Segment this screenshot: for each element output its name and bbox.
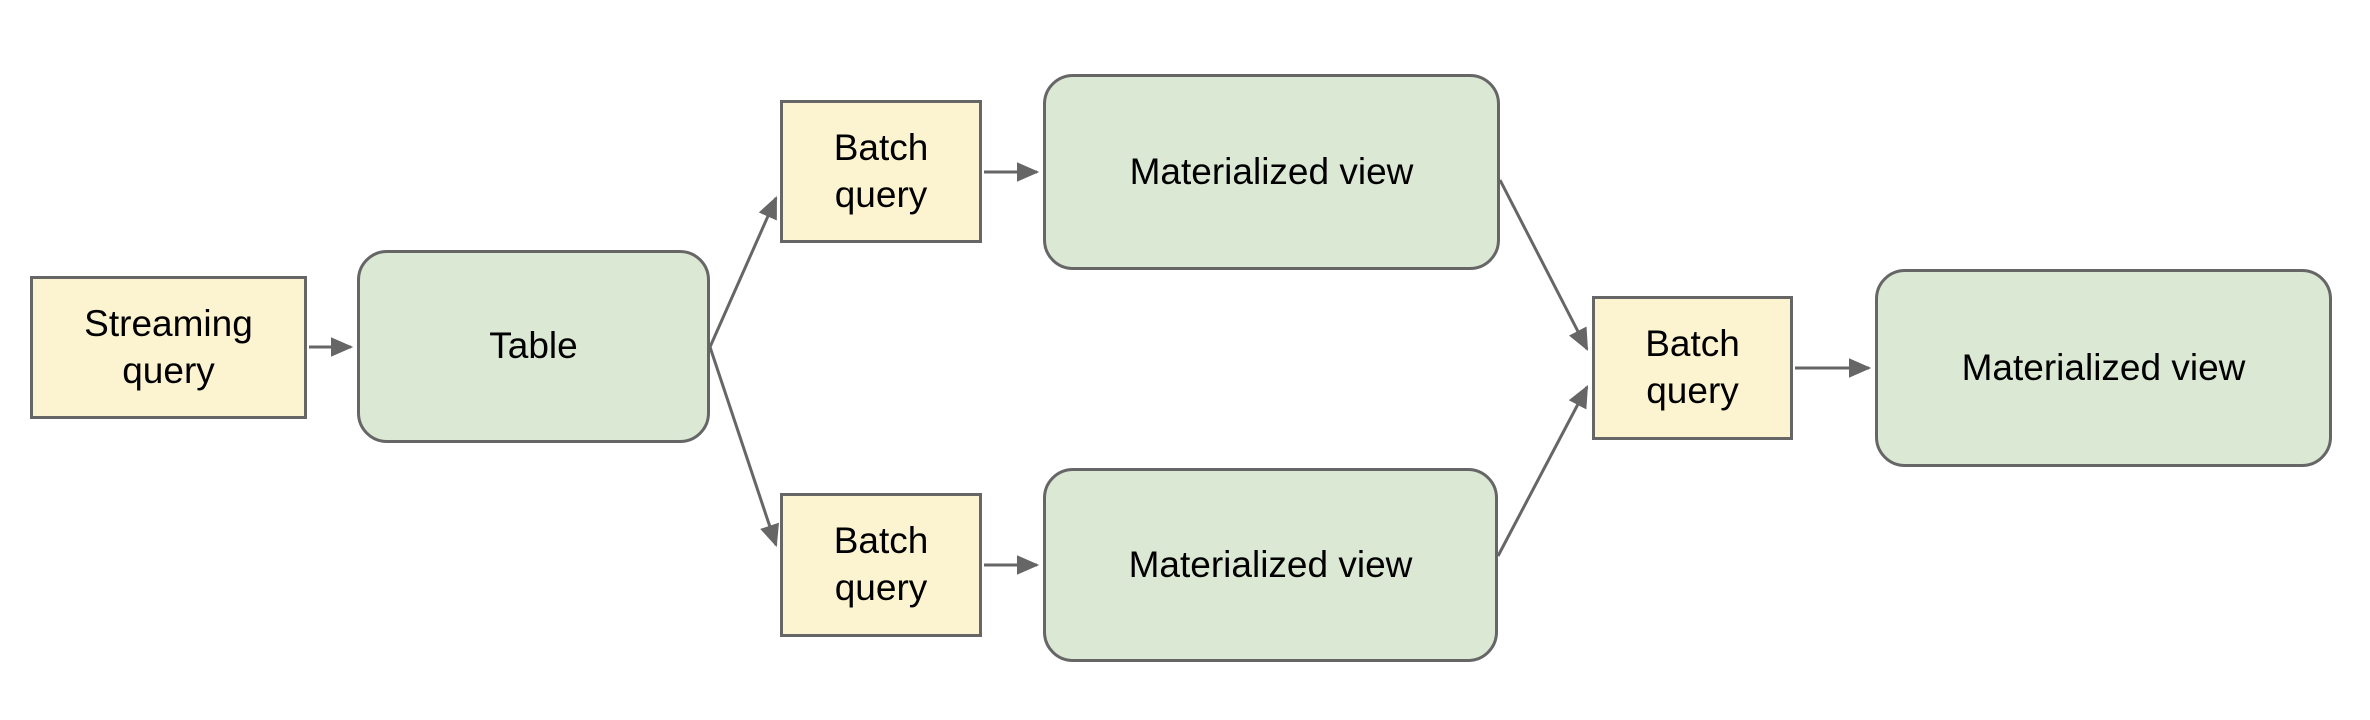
node-materialized-view-top-label: Materialized view (1129, 150, 1414, 192)
edge-table-to-batch-top (708, 195, 778, 348)
node-batch-query-top-label: Batch query (833, 126, 929, 215)
node-materialized-view-bottom-label: Materialized view (1128, 543, 1413, 585)
node-materialized-view-top: Materialized view (1043, 74, 1500, 270)
edge-mv-bot-to-batch-final (1496, 385, 1589, 557)
node-materialized-view-bottom: Materialized view (1043, 468, 1498, 662)
node-streaming-query-label: Streaming query (84, 302, 253, 391)
node-streaming-query: Streaming query (30, 276, 307, 419)
node-batch-query-bottom: Batch query (780, 493, 982, 637)
node-batch-query-final-label: Batch query (1645, 323, 1740, 411)
node-table: Table (357, 250, 710, 443)
node-table-label: Table (489, 325, 578, 367)
node-batch-query-final: Batch query (1592, 296, 1793, 440)
edge-mv-top-to-batch-final (1498, 179, 1589, 352)
node-batch-query-bottom-label: Batch query (833, 520, 929, 608)
node-materialized-view-final-label: Materialized view (1961, 346, 2246, 388)
node-materialized-view-final: Materialized view (1875, 269, 2332, 467)
node-batch-query-top: Batch query (780, 100, 982, 243)
edge-table-to-batch-bot (708, 346, 779, 548)
